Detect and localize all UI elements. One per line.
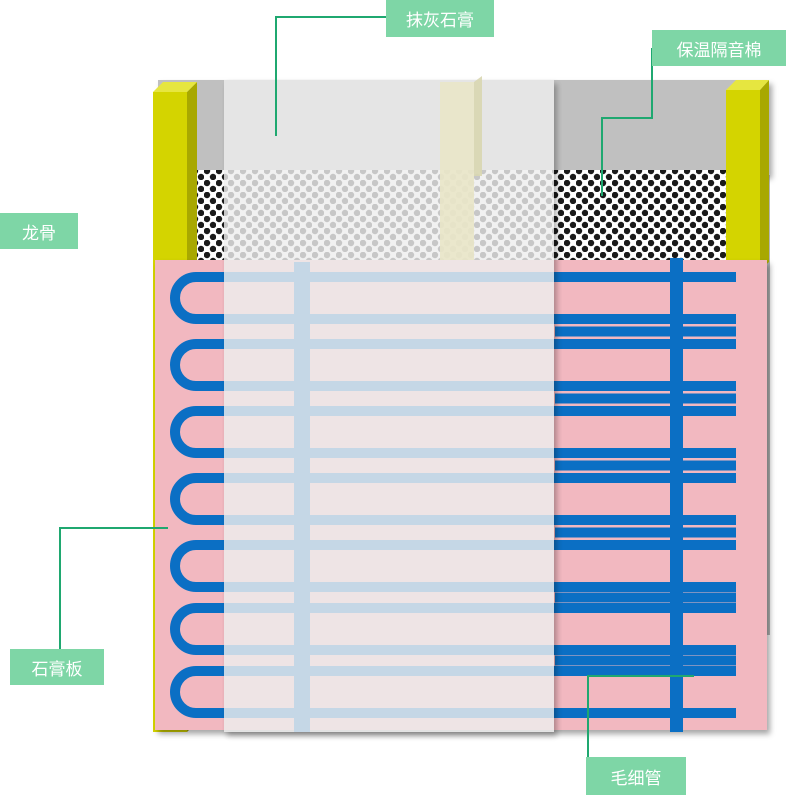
label-insulation: 保温隔音棉 — [652, 30, 786, 66]
keel-right-side — [760, 80, 769, 270]
capillary-tube-mat — [170, 272, 736, 718]
leader-insulation — [601, 48, 653, 196]
capillary-tube-loop — [170, 540, 736, 592]
keel-left-top — [153, 82, 197, 92]
leader-lines — [59, 16, 694, 762]
keel-right — [726, 90, 760, 270]
label-plaster: 抹灰石膏 — [386, 0, 494, 37]
plaster-keel-ghost — [440, 82, 474, 260]
keel-right-top — [726, 80, 769, 90]
capillary-tube-loop — [170, 603, 736, 655]
capillary-tube-loop — [170, 339, 736, 391]
capillary-tube-loop — [170, 272, 736, 324]
plaster-keel-ghost-side — [474, 76, 482, 176]
label-keel: 龙骨 — [0, 213, 78, 249]
capillary-tube-loop — [170, 666, 736, 718]
leader-capillary-tube — [587, 675, 694, 762]
plaster-layer — [224, 80, 554, 732]
label-capillary-tube: 毛细管 — [586, 757, 686, 795]
leader-gypsum-board — [59, 527, 168, 652]
label-gypsum-board: 石膏板 — [10, 649, 104, 685]
leader-plaster — [275, 16, 386, 136]
tube-header-right — [670, 258, 683, 732]
capillary-tube-loop — [170, 406, 736, 458]
capillary-tube-loop — [170, 473, 736, 525]
